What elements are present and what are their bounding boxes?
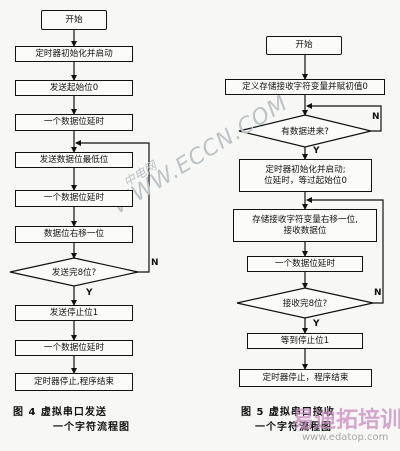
right-delay-node: 一个数据位延时 (247, 256, 363, 272)
right-init-timer-node: 定时器初始化并启动; 位延时，等过起始位0 (239, 159, 372, 192)
left-start-node: 开始 (41, 10, 107, 30)
left-init-timer-node: 定时器初始化并启动 (15, 46, 133, 62)
right-yes1-label: Y (313, 146, 320, 156)
left-delay2-node: 一个数据位延时 (15, 190, 133, 207)
right-caption: 图 5 虚拟串口接收 一个字符流程图 (241, 406, 335, 435)
right-caption-line2: 一个字符流程图 (255, 421, 332, 433)
right-no1-label: N (372, 112, 380, 122)
right-end-node: 定时器停止，程序结束 (239, 369, 372, 387)
left-no-label: N (151, 258, 159, 268)
right-no2-label: N (374, 288, 382, 298)
logo-text: 易迪拓培训 (292, 408, 400, 433)
left-shift-right-node: 数据位右移一位 (15, 226, 133, 243)
left-caption-line1: 图 4 虚拟串口发送 (13, 407, 107, 418)
right-caption-line1: 图 5 虚拟串口接收 (241, 407, 335, 418)
left-delay1-node: 一个数据位延时 (15, 114, 133, 131)
right-init-line2: 位延时，等过起始位0 (264, 175, 347, 186)
right-yes2-label: Y (313, 319, 320, 329)
right-init-line1: 定时器初始化并启动; (265, 165, 346, 176)
right-store-line1: 存储接收字符变量右移一位, (252, 215, 358, 226)
left-send-lsb-node: 发送数据位最低位 (15, 152, 133, 168)
left-decision-label: 发送完8位? (51, 268, 97, 278)
logo-url: www.edatop.com (302, 432, 389, 443)
right-store-shift-node: 存储接收字符变量右移一位, 接收数据位 (233, 209, 377, 242)
right-define-var-node: 定义存储接收字符变量并赋初值0 (225, 79, 385, 95)
left-delay3-node: 一个数据位延时 (15, 340, 133, 356)
left-yes-label: Y (86, 288, 93, 298)
right-decision2-label: 接收完8位? (282, 299, 328, 309)
logo-watermark: 易迪拓培训 www.edatop.com (292, 398, 400, 451)
left-send-stop-bit-node: 发送停止位1 (15, 305, 133, 321)
right-store-line2: 接收数据位 (283, 225, 327, 236)
right-wait-stop-node: 等到停止位1 (247, 333, 363, 349)
left-caption-line2: 一个字符流程图 (53, 421, 130, 433)
left-send-start-bit-node: 发送起始位0 (15, 80, 133, 96)
left-caption: 图 4 虚拟串口发送 一个字符流程图 (13, 406, 130, 435)
right-decision1-label: 有数据进来? (281, 127, 329, 137)
right-start-node: 开始 (266, 36, 342, 55)
left-end-node: 定时器停止,程序结束 (15, 373, 133, 391)
